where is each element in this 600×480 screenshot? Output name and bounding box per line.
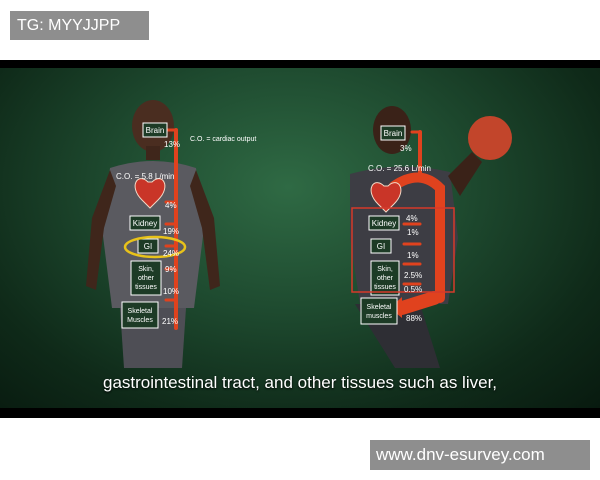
exercise-other-label: other	[377, 275, 394, 282]
channel-tag: TG: MYYJJPP	[10, 11, 149, 40]
exercise-brain-box	[380, 125, 406, 141]
rest-skeletal-percent: 21%	[162, 317, 178, 326]
rest-brain-percent: 13%	[164, 140, 180, 149]
exercise-skin-box	[370, 260, 400, 296]
basketball-icon	[468, 116, 512, 160]
rest-skeletal-label: Skeletal	[128, 308, 153, 315]
exercise-skeletal-label: Skeletal	[367, 304, 392, 311]
rest-skin-box	[130, 260, 162, 296]
exercise-skeletal-percent: 88%	[406, 314, 422, 323]
rest-kidney-label: Kidney	[133, 219, 157, 228]
resting-flow-arrows	[164, 128, 178, 330]
rest-brain-label: Brain	[146, 126, 165, 135]
rest-gi-percent: 24%	[163, 249, 179, 258]
rest-cardiac-output: C.O. = 5.8 L/min	[116, 172, 174, 181]
exercise-kidney-label: Kidney	[372, 219, 396, 228]
rest-gi-box	[137, 238, 159, 254]
exercise-kidney-percent: 1%	[407, 228, 419, 237]
resting-figure	[86, 100, 220, 368]
exercise-highlight-box	[351, 207, 455, 293]
gi-highlight-ring	[123, 235, 187, 259]
exercise-skin-label: Skin,	[377, 266, 393, 273]
rest-heart-percent: 4%	[165, 201, 177, 210]
exercise-tissues-label: tissues	[374, 284, 396, 291]
rest-brain-box	[142, 122, 168, 138]
exercise-other-percent: 0.5%	[404, 285, 422, 294]
exercise-brain-percent: 3%	[400, 144, 412, 153]
rest-tissues-label: tissues	[135, 284, 157, 291]
rest-skin-label: Skin,	[138, 266, 154, 273]
rest-kidney-percent: 19%	[163, 227, 179, 236]
heart-icon	[134, 178, 166, 209]
exercising-figure	[350, 106, 512, 368]
exercise-skeletal-box	[360, 297, 398, 325]
exercise-muscles-label: muscles	[366, 313, 392, 320]
exercise-heart-percent: 4%	[406, 214, 418, 223]
exercise-gi-percent: 1%	[407, 251, 419, 260]
video-frame[interactable]: Brain Kidney GI Skin, other tissues Skel…	[0, 60, 600, 418]
rest-skeletal-box	[121, 301, 159, 329]
blood-flow-diagram: Brain Kidney GI Skin, other tissues Skel…	[86, 100, 512, 368]
rest-kidney-box	[129, 215, 161, 231]
exercise-cardiac-output: C.O. = 25.6 L/min	[368, 164, 431, 173]
rest-other-percent: 10%	[163, 287, 179, 296]
video-scene: Brain Kidney GI Skin, other tissues Skel…	[0, 68, 600, 408]
rest-gi-label: GI	[144, 242, 152, 251]
video-subtitle: gastrointestinal tract, and other tissue…	[102, 373, 498, 392]
exercise-flow-arrows	[389, 130, 445, 315]
exercise-kidney-box	[368, 215, 400, 231]
exercise-brain-label: Brain	[384, 129, 403, 138]
cardiac-output-legend: C.O. = cardiac output	[190, 136, 256, 143]
exercise-gi-label: GI	[377, 242, 385, 251]
exercise-gi-box	[370, 238, 392, 254]
website-watermark: www.dnv-esurvey.com	[370, 440, 590, 470]
rest-other-label: other	[138, 275, 155, 282]
rest-muscles-label: Muscles	[127, 317, 153, 324]
rest-skin-percent: 9%	[165, 265, 177, 274]
exercise-skin-percent: 2.5%	[404, 271, 422, 280]
